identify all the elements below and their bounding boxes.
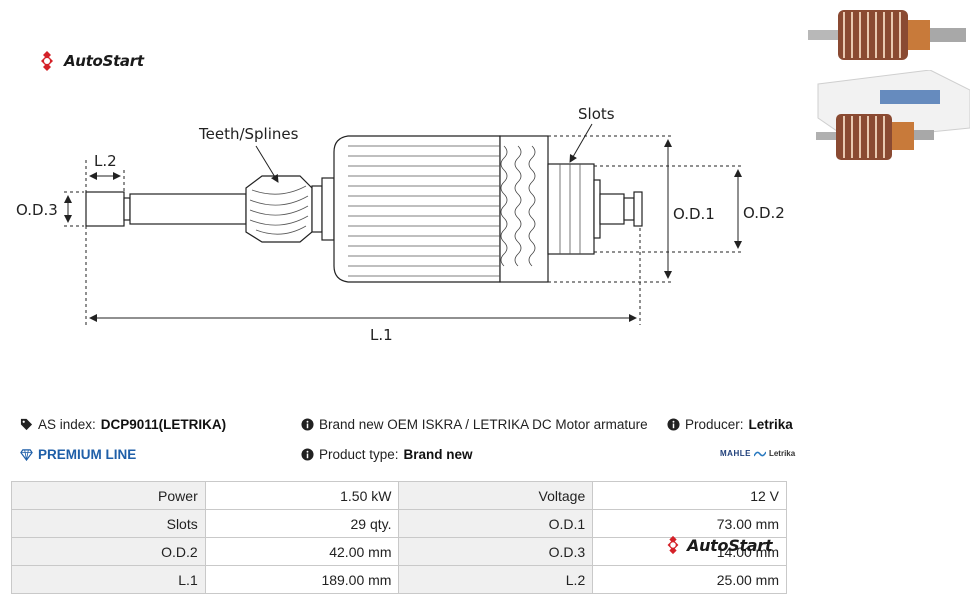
autostart-logo-icon — [667, 535, 679, 555]
spec-label: O.D.1 — [398, 509, 594, 538]
spec-value: 73.00 mm — [592, 509, 787, 538]
autostart-watermark: AutoStart — [663, 535, 773, 555]
product-type-value: Brand new — [403, 447, 473, 462]
autostart-logo: AutoStart — [36, 50, 144, 72]
specs-table: Power 1.50 kW Voltage 12 V Slots 29 qty.… — [11, 481, 787, 594]
mahle-logo-text: MAHLE — [720, 449, 751, 458]
description-text: Brand new OEM ISKRA / LETRIKA DC Motor a… — [319, 417, 648, 432]
spec-value: 14.00 mm — [592, 537, 787, 566]
table-row: Slots 29 qty. O.D.1 73.00 mm — [11, 509, 787, 538]
od1-label: O.D.1 — [673, 205, 715, 223]
letrika-wave-icon — [753, 451, 766, 456]
premium-line-badge[interactable]: PREMIUM LINE — [20, 447, 136, 462]
spec-label: L.1 — [11, 565, 206, 594]
spec-value: 29 qty. — [204, 509, 400, 538]
producer-label: Producer: — [685, 417, 744, 432]
premium-line-label: PREMIUM LINE — [38, 447, 137, 462]
brand-name: AutoStart — [64, 52, 144, 70]
spec-label: O.D.3 — [398, 537, 594, 566]
spec-label: L.2 — [398, 565, 594, 594]
as-index: AS index: DCP9011(LETRIKA) — [20, 417, 226, 432]
table-row: O.D.2 42.00 mm O.D.3 14.00 mm — [11, 537, 787, 566]
producer: Producer: Letrika — [667, 417, 793, 432]
spec-value: 1.50 kW — [204, 481, 400, 510]
teeth-label: Teeth/Splines — [198, 125, 299, 143]
armature-drawing: Teeth/Splines Slots L.2 O.D.3 O.D.1 O.D.… — [16, 105, 785, 344]
mahle-letrika-logo: MAHLE Letrika — [720, 449, 795, 458]
od2-label: O.D.2 — [743, 204, 785, 222]
spec-label: Power — [11, 481, 206, 510]
table-row: L.1 189.00 mm L.2 25.00 mm — [11, 565, 787, 594]
watermark-brand-name: AutoStart — [687, 535, 773, 555]
as-index-value: DCP9011(LETRIKA) — [100, 417, 227, 432]
l2-label: L.2 — [94, 152, 117, 170]
product-type: Product type: Brand new — [301, 447, 473, 462]
spec-label: O.D.2 — [11, 537, 206, 566]
letrika-logo-text: Letrika — [768, 449, 796, 458]
spec-value: 12 V — [592, 481, 787, 510]
producer-value: Letrika — [748, 417, 793, 432]
od3-label: O.D.3 — [16, 201, 58, 219]
spec-value: 42.00 mm — [204, 537, 400, 566]
info-icon — [301, 418, 314, 431]
spec-value: 25.00 mm — [592, 565, 787, 594]
diamond-icon — [20, 449, 33, 461]
slots-label: Slots — [578, 105, 615, 123]
description: Brand new OEM ISKRA / LETRIKA DC Motor a… — [301, 417, 648, 432]
product-type-label: Product type: — [319, 447, 399, 462]
tag-icon — [20, 418, 33, 431]
spec-label: Voltage — [398, 481, 594, 510]
product-photo-box[interactable] — [810, 70, 970, 178]
l1-label: L.1 — [370, 326, 393, 344]
info-icon — [667, 418, 680, 431]
info-icon — [301, 448, 314, 461]
spec-label: Slots — [11, 509, 206, 538]
autostart-logo-icon — [41, 51, 53, 71]
spec-value: 189.00 mm — [204, 565, 400, 594]
table-row: Power 1.50 kW Voltage 12 V — [11, 481, 787, 510]
as-index-label: AS index: — [38, 417, 96, 432]
product-photo-armature[interactable] — [806, 2, 970, 68]
